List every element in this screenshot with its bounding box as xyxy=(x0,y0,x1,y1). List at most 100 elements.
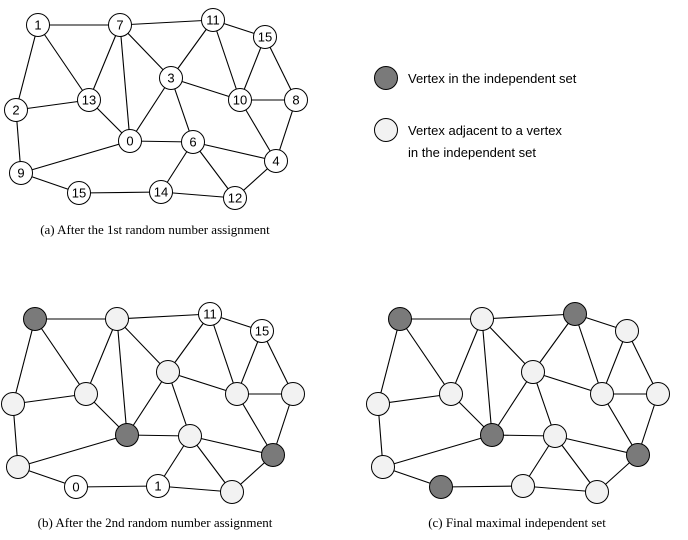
vertex-v9 xyxy=(371,455,395,479)
edge-v2-v13 xyxy=(12,393,87,405)
edge-v0-v9 xyxy=(382,434,493,468)
vertex-label: 15 xyxy=(72,186,86,201)
edge-v6-v4 xyxy=(192,141,277,162)
vertex-v2 xyxy=(366,392,390,416)
vertex-v6 xyxy=(178,424,202,448)
vertex-v15a xyxy=(615,319,639,343)
vertex-v3 xyxy=(159,66,183,90)
edge-v7-v3 xyxy=(116,318,169,373)
vertex-label: 3 xyxy=(167,71,174,86)
vertex-v3 xyxy=(521,360,545,384)
edge-v3-v0 xyxy=(491,371,534,436)
edge-v1-v2 xyxy=(377,318,401,405)
vertex-v6 xyxy=(181,130,205,154)
vertex-label: 15 xyxy=(258,30,272,45)
edge-v15b-v14 xyxy=(440,485,524,488)
vertex-v12 xyxy=(585,480,609,504)
vertex-v7 xyxy=(470,307,494,331)
vertex-label: 14 xyxy=(154,185,168,200)
legend-text: Vertex in the independent set xyxy=(408,71,577,86)
vertex-v15a xyxy=(250,319,274,343)
vertex-v9 xyxy=(9,161,33,185)
vertex-v15a xyxy=(253,25,277,49)
edge-v11-v10 xyxy=(574,313,603,395)
panel-caption: (a) After the 1st random number assignme… xyxy=(40,222,270,237)
vertex-v1 xyxy=(23,307,47,331)
vertex-label: 2 xyxy=(12,103,19,118)
edge-v7-v0 xyxy=(119,24,131,142)
edge-v1-v2 xyxy=(15,24,39,111)
vertex-label: 11 xyxy=(206,13,220,28)
vertex-v6 xyxy=(543,424,567,448)
vertex-v13 xyxy=(74,382,98,406)
vertex-label: 8 xyxy=(292,93,299,108)
edge-v3-v0 xyxy=(126,371,169,436)
legend-text-line2: in the independent set xyxy=(408,145,536,160)
vertex-v4 xyxy=(626,443,650,467)
edge-v0-v9 xyxy=(20,140,131,174)
vertex-v13 xyxy=(439,382,463,406)
edge-v1-v13 xyxy=(34,318,87,395)
vertex-v14 xyxy=(149,180,173,204)
edge-v7-v13 xyxy=(85,318,118,395)
panel-caption: (c) Final maximal independent set xyxy=(428,515,606,530)
vertex-label: 15 xyxy=(255,324,269,339)
vertex-v2 xyxy=(1,392,25,416)
vertex-v15b xyxy=(64,475,88,499)
vertex-label: 0 xyxy=(126,134,133,149)
vertex-v1 xyxy=(388,307,412,331)
edge-v1-v13 xyxy=(37,24,90,101)
vertex-label: 12 xyxy=(228,191,242,206)
vertex-v10 xyxy=(590,382,614,406)
vertex-v4 xyxy=(261,443,285,467)
vertex-v8 xyxy=(281,382,305,406)
captions: (a) After the 1st random number assignme… xyxy=(38,222,607,530)
edge-v7-v11 xyxy=(481,313,576,320)
edge-v6-v4 xyxy=(554,435,639,456)
panel-c xyxy=(366,302,670,504)
vertex-v11 xyxy=(201,8,225,32)
vertex-v0 xyxy=(480,423,504,447)
vertex-v11 xyxy=(198,302,222,326)
edge-v7-v0 xyxy=(116,318,128,436)
vertex-v7 xyxy=(105,307,129,331)
edge-v6-v4 xyxy=(189,435,274,456)
vertex-v15b xyxy=(67,181,91,205)
edge-v7-v13 xyxy=(88,24,121,101)
legend-swatch-in_set xyxy=(374,66,398,90)
edge-v7-v11 xyxy=(119,19,214,26)
edge-v11-v10 xyxy=(209,313,238,395)
vertex-v8 xyxy=(646,382,670,406)
vertex-v4 xyxy=(264,149,288,173)
vertex-label: 10 xyxy=(233,93,247,108)
vertex-label: 4 xyxy=(272,154,279,169)
vertex-label: 6 xyxy=(189,135,196,150)
vertex-label: 1 xyxy=(154,479,161,494)
vertex-v7 xyxy=(108,13,132,37)
vertex-v10 xyxy=(228,88,252,112)
vertex-v14 xyxy=(146,474,170,498)
vertex-v15b xyxy=(429,475,453,499)
edge-v2-v13 xyxy=(377,393,452,405)
edge-v14-v12 xyxy=(160,191,236,199)
edge-v3-v10 xyxy=(170,77,241,101)
edge-v14-v12 xyxy=(157,485,233,493)
edge-v1-v13 xyxy=(399,318,452,395)
vertex-v1 xyxy=(26,13,50,37)
vertex-v9 xyxy=(6,455,30,479)
edge-v3-v10 xyxy=(167,371,238,395)
vertex-v13 xyxy=(77,88,101,112)
edge-v7-v3 xyxy=(481,318,534,373)
vertex-label: 1 xyxy=(34,18,41,33)
edge-v1-v2 xyxy=(12,318,36,405)
legend-text: Vertex adjacent to a vertex xyxy=(408,123,562,138)
vertex-label: 7 xyxy=(116,18,123,33)
vertex-v0 xyxy=(118,129,142,153)
legend-swatch-adjacent xyxy=(374,118,398,142)
edge-v0-v9 xyxy=(17,434,128,468)
vertex-v8 xyxy=(284,88,308,112)
vertex-label: 13 xyxy=(82,93,96,108)
